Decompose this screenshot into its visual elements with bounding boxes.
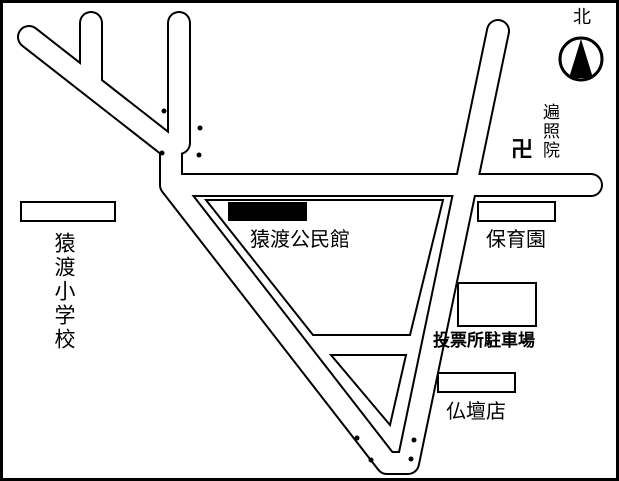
school-label: 猿渡小学校 [52, 232, 76, 352]
parking-label: 投票所駐車場 [433, 331, 535, 351]
north-arrow-icon [558, 36, 604, 82]
tree-dot-icon [368, 457, 374, 463]
tree-dot-icon [197, 125, 203, 131]
tree-dots [159, 108, 417, 463]
buildings [20, 201, 556, 393]
road-fill [19, 13, 601, 473]
tree-dot-icon [408, 456, 414, 462]
tree-dot-icon [196, 152, 202, 158]
block-south [328, 354, 408, 428]
block-outlines [203, 199, 445, 428]
tree-dot-icon [354, 435, 360, 441]
block-central [203, 199, 445, 336]
tree-dot-icon [159, 150, 165, 156]
temple-label: 遍照院 [539, 103, 559, 160]
north-label: 北 [573, 7, 591, 28]
building-altar-shop [437, 372, 516, 393]
tree-dot-icon [411, 437, 417, 443]
temple-symbol: 卍 [511, 138, 534, 163]
building-community-hall [228, 202, 307, 221]
road-network [17, 11, 603, 475]
community-hall-label: 猿渡公民館 [250, 227, 350, 251]
building-nursery [477, 201, 556, 222]
nursery-label: 保育園 [486, 227, 546, 251]
map-drawing [17, 11, 604, 475]
building-school [20, 201, 116, 222]
tree-dot-icon [161, 108, 167, 114]
building-parking [457, 282, 537, 327]
altar-shop-label: 仏壇店 [446, 399, 506, 423]
